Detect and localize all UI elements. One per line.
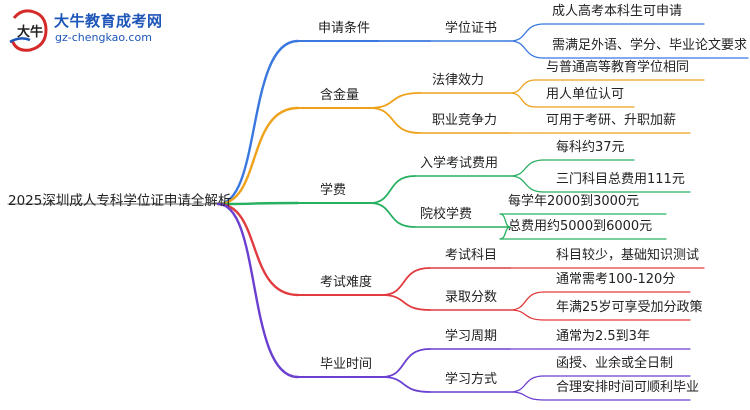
leaf-connector [509, 375, 545, 393]
leaf-connector [509, 309, 545, 321]
subtopic: 录取分数 [445, 290, 498, 305]
branch-connector [216, 106, 300, 206]
leaf-topic: 成人高考本科生可申请 [552, 4, 683, 19]
leaf-connector [509, 159, 545, 177]
subtopic-connector [381, 348, 431, 378]
leaf-topic: 每学年2000到3000元 [508, 194, 640, 209]
leaf-topic: 需满足外语、学分、毕业论文要求 [552, 38, 748, 53]
subtopic-connector [381, 267, 431, 296]
branch-topic: 申请条件 [318, 21, 371, 36]
branch-connector [216, 202, 300, 297]
leaf-topic: 与普通高等教育学位相同 [546, 60, 690, 75]
leaf-topic: 每科约37元 [556, 140, 625, 155]
subtopic: 考试科目 [445, 248, 498, 263]
leaf-connector [509, 92, 537, 108]
subtopic: 学习周期 [445, 329, 498, 344]
leaf-connector [509, 40, 545, 59]
branch-topic: 含金量 [320, 88, 360, 103]
leaf-topic: 合理安排时间可顺利毕业 [556, 380, 700, 395]
leaf-connector [509, 23, 545, 42]
leaf-connector [509, 391, 545, 401]
leaf-topic: 函授、业余或全日制 [556, 356, 674, 371]
branch-connector [216, 201, 300, 206]
subtopic: 学位证书 [445, 21, 498, 36]
leaf-topic: 年满25岁可享受加分政策 [556, 300, 703, 315]
leaf-connector [509, 79, 537, 94]
branch-topic: 考试难度 [320, 275, 373, 290]
branch-connector [216, 39, 300, 206]
subtopic: 入学考试费用 [420, 156, 499, 171]
logo-mark-text: 大牛 [17, 24, 43, 40]
root-topic: 2025深圳成人专科学位证申请全解析 [8, 193, 232, 209]
leaf-connector [509, 291, 545, 311]
subtopic-connector [369, 202, 416, 228]
subtopic-connector [381, 376, 431, 393]
subtopic: 法律效力 [432, 73, 485, 88]
subtopic-connector [369, 175, 416, 204]
subtopic-connector [369, 107, 421, 134]
subtopic: 学习方式 [445, 372, 498, 387]
subtopic: 院校学费 [420, 207, 473, 222]
leaf-topic: 可用于考研、升职加薪 [546, 113, 677, 128]
logo-url: gz-chengkao.com [55, 31, 152, 44]
leaf-topic: 通常需考100-120分 [556, 272, 676, 287]
leaf-topic: 通常为2.5到3年 [556, 329, 650, 344]
leaf-topic: 科目较少，基础知识测试 [556, 248, 700, 263]
leaf-topic: 用人单位认可 [546, 87, 625, 102]
branch-connector [216, 202, 300, 379]
logo-title: 大牛教育成考网 [54, 12, 163, 30]
subtopic-connector [369, 92, 421, 109]
leaf-connector [509, 175, 545, 193]
branch-topic: 学费 [320, 183, 347, 198]
leaf-topic: 三门科目总费用111元 [556, 172, 685, 187]
leaf-topic: 总费用约5000到6000元 [508, 219, 653, 234]
subtopic: 职业竞争力 [432, 113, 498, 128]
logo-mark-icon: 大牛 [9, 9, 48, 52]
site-logo[interactable]: 大牛 大牛教育成考网 gz-chengkao.com [8, 6, 168, 56]
subtopic-connector [381, 294, 431, 311]
branch-topic: 毕业时间 [320, 357, 373, 372]
